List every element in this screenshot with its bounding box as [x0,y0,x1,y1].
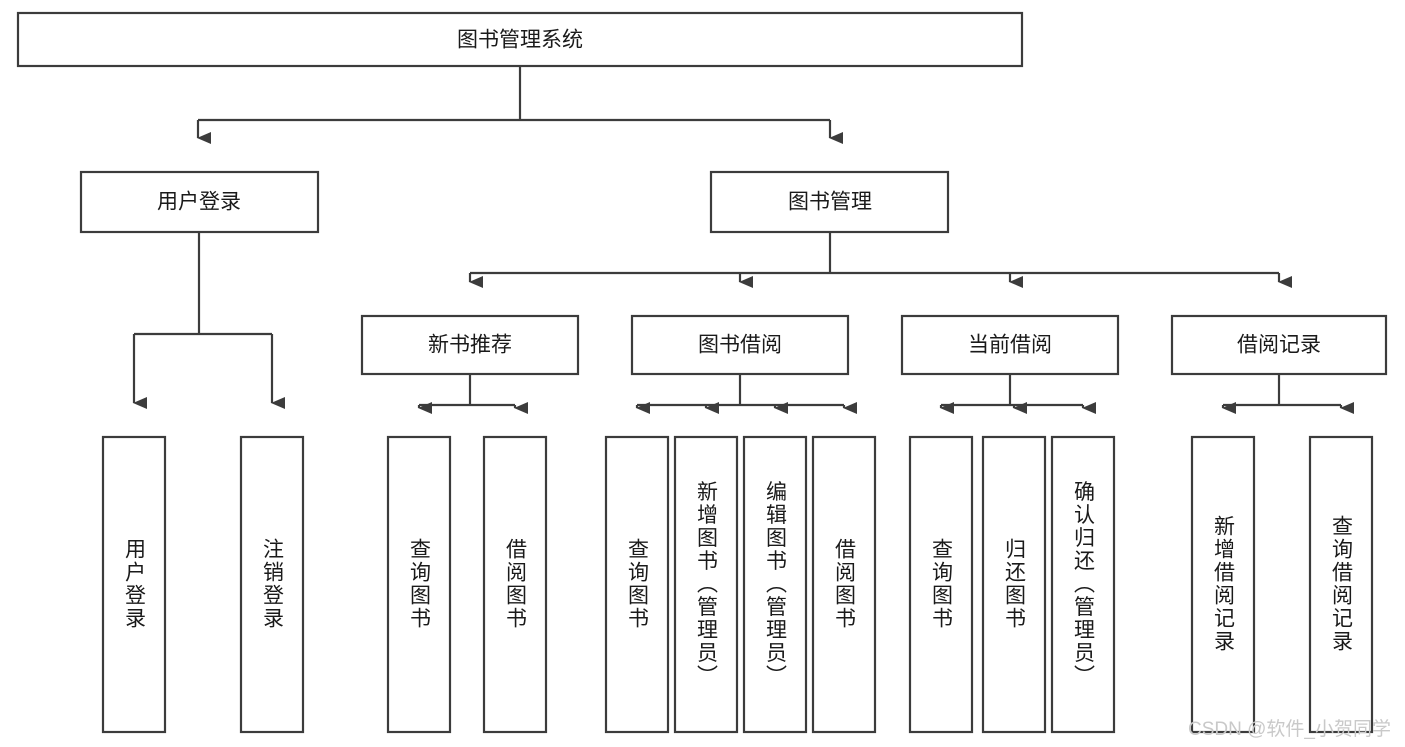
node-leaf-user-logout-box[interactable] [239,435,305,734]
node-leaf-query-book-3-box[interactable] [908,435,974,734]
node-leaf-borrow-book-1[interactable]: 借阅图书 [482,435,548,734]
node-leaf-query-record[interactable]: 查询借阅记录 [1308,435,1374,734]
node-leaf-borrow-book-2-box[interactable] [811,435,877,734]
node-leaf-add-book-box[interactable] [673,435,739,734]
node-book-manage[interactable]: 图书管理 [709,170,950,234]
node-new-book-recommend-label: 新书推荐 [428,334,512,357]
node-leaf-edit-book-box[interactable] [742,435,808,734]
node-leaf-edit-book-label: 编辑图书（管理员） [764,481,788,688]
node-new-book-recommend-box[interactable] [360,314,580,376]
node-borrow-record[interactable]: 借阅记录 [1170,314,1388,376]
node-leaf-user-logout-label: 注销登录 [261,538,285,630]
node-leaf-add-record[interactable]: 新增借阅记录 [1190,435,1256,734]
node-leaf-query-book-1-box[interactable] [386,435,452,734]
node-book-borrow[interactable]: 图书借阅 [630,314,850,376]
node-leaf-return-book-box[interactable] [981,435,1047,734]
node-book-manage-label: 图书管理 [788,191,872,214]
node-leaf-query-book-3[interactable]: 查询图书 [908,435,974,734]
node-leaf-query-book-2-box[interactable] [604,435,670,734]
node-leaf-borrow-book-2[interactable]: 借阅图书 [811,435,877,734]
node-leaf-add-record-box[interactable] [1190,435,1256,734]
node-new-book-recommend[interactable]: 新书推荐 [360,314,580,376]
node-user-login[interactable]: 用户登录 [79,170,320,234]
node-leaf-query-record-label: 查询借阅记录 [1330,515,1354,653]
node-leaf-add-book-label: 新增图书（管理员） [695,481,719,688]
node-leaf-confirm-return-label: 确认归还（管理员） [1072,481,1096,688]
node-leaf-query-book-1-label: 查询图书 [408,538,432,630]
node-leaf-add-book[interactable]: 新增图书（管理员） [673,435,739,734]
node-leaf-borrow-book-1-label: 借阅图书 [504,538,528,630]
node-borrow-record-box[interactable] [1170,314,1388,376]
node-book-borrow-box[interactable] [630,314,850,376]
node-leaf-query-book-3-label: 查询图书 [930,538,954,630]
node-user-login-box[interactable] [79,170,320,234]
node-leaf-confirm-return[interactable]: 确认归还（管理员） [1050,435,1116,734]
node-leaf-user-login-box[interactable] [101,435,167,734]
node-current-borrow-box[interactable] [900,314,1120,376]
node-leaf-query-book-2[interactable]: 查询图书 [604,435,670,734]
node-current-borrow-label: 当前借阅 [968,334,1052,357]
node-leaf-return-book[interactable]: 归还图书 [981,435,1047,734]
node-root[interactable]: 图书管理系统 [16,11,1024,68]
node-leaf-user-login[interactable]: 用户登录 [101,435,167,734]
watermark-text: CSDN @软件_小贺同学 [1188,719,1391,740]
node-user-login-label: 用户登录 [157,191,241,214]
node-leaf-borrow-book-1-box[interactable] [482,435,548,734]
node-leaf-borrow-book-2-label: 借阅图书 [833,538,857,630]
node-leaf-user-logout[interactable]: 注销登录 [239,435,305,734]
connector-layer [132,66,1354,414]
node-leaf-return-book-label: 归还图书 [1003,538,1027,630]
node-root-box[interactable] [16,11,1024,68]
node-leaf-user-login-label: 用户登录 [123,538,147,630]
node-book-manage-box[interactable] [709,170,950,234]
node-current-borrow[interactable]: 当前借阅 [900,314,1120,376]
node-root-label: 图书管理系统 [457,29,583,52]
node-book-borrow-label: 图书借阅 [698,334,782,357]
node-borrow-record-label: 借阅记录 [1237,334,1321,357]
node-leaf-add-record-label: 新增借阅记录 [1212,515,1236,653]
node-leaf-edit-book[interactable]: 编辑图书（管理员） [742,435,808,734]
node-leaf-confirm-return-box[interactable] [1050,435,1116,734]
node-leaf-query-record-box[interactable] [1308,435,1374,734]
node-leaf-query-book-2-label: 查询图书 [626,538,650,630]
node-leaf-query-book-1[interactable]: 查询图书 [386,435,452,734]
